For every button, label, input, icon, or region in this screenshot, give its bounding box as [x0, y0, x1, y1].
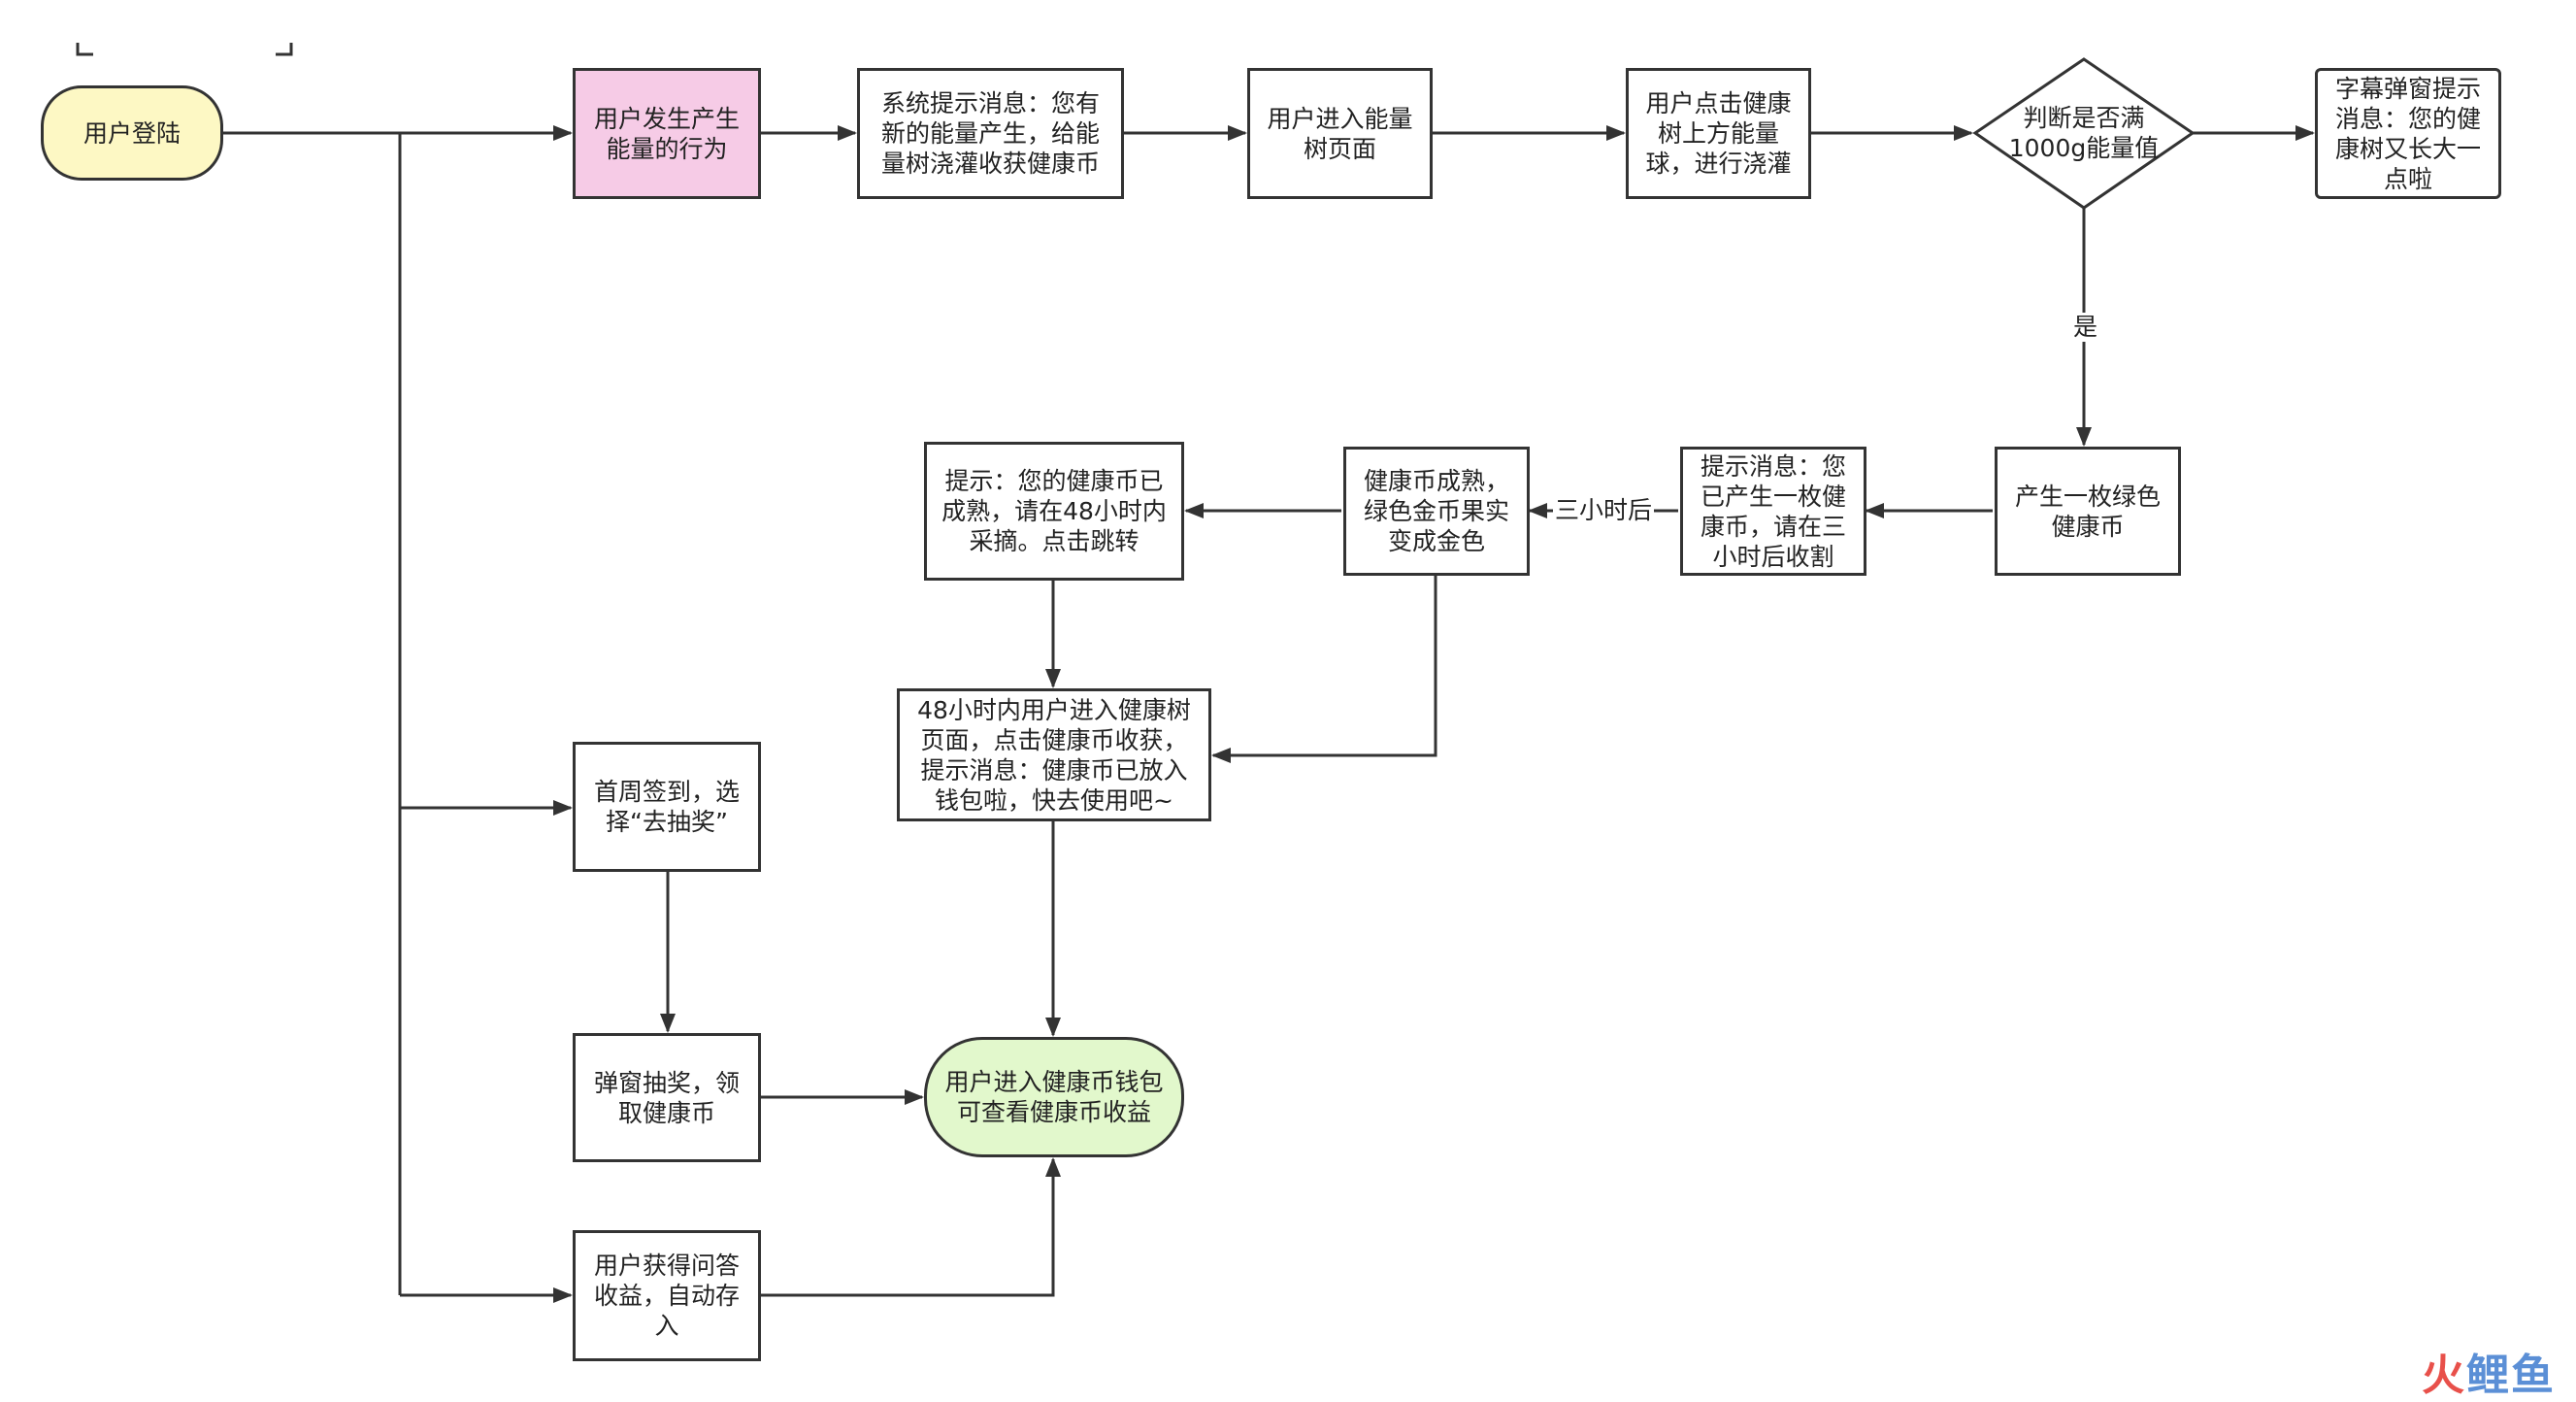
caption-popup-label: 字幕弹窗提示消息：您的健康树又长大一点啦 [2334, 74, 2481, 193]
first-week-label: 首周签到，选择“去抽奖” [593, 778, 740, 836]
system-msg-label: 系统提示消息：您有新的能量产生，给能量树浇灌收获健康币 [880, 89, 1100, 178]
qa-income-label: 用户获得问答收益，自动存入 [593, 1252, 740, 1340]
wallet-label: 用户进入健康币钱包可查看健康币收益 [944, 1068, 1164, 1126]
watermark-logo: 火鲤鱼 [2422, 1340, 2556, 1402]
bracket-fragment [76, 43, 293, 56]
first-week-node: 首周签到，选择“去抽奖” [573, 742, 761, 872]
decision-diamond [1972, 57, 2196, 210]
watermark-right: 鲤鱼 [2466, 1351, 2556, 1400]
yes-label: 是 [2071, 313, 2100, 342]
system-msg-node: 系统提示消息：您有新的能量产生，给能量树浇灌收获健康币 [857, 68, 1124, 199]
msg-harvest-3h-node: 提示消息：您已产生一枚健康币，请在三小时后收割 [1680, 447, 1866, 576]
edge-qa-to-wallet [761, 1157, 1061, 1297]
enter-tree-label: 用户进入能量树页面 [1267, 104, 1413, 163]
tip-48h-label: 提示：您的健康币已成熟，请在48小时内采摘。点击跳转 [941, 467, 1167, 555]
check-1000g-label: 判断是否满1000g能量值 [2008, 104, 2160, 162]
watermark-left: 火 [2422, 1351, 2466, 1400]
green-coin-label: 产生一枚绿色健康币 [2014, 482, 2161, 541]
lottery-label: 弹窗抽奖，领取健康币 [593, 1068, 740, 1127]
collect-48h-label: 48小时内用户进入健康树页面，点击健康币收获，提示消息：健康币已放入钱包啦，快去… [917, 695, 1191, 815]
click-ball-label: 用户点击健康树上方能量球，进行浇灌 [1645, 89, 1792, 178]
wallet-end-node: 用户进入健康币钱包可查看健康币收益 [924, 1037, 1184, 1157]
decision-label-box: 判断是否满1000g能量值 [2004, 92, 2163, 174]
coin-ripe-node: 健康币成熟，绿色金币果实变成金色 [1343, 447, 1530, 576]
coin-ripe-label: 健康币成熟，绿色金币果实变成金色 [1363, 467, 1509, 555]
login-label: 用户登陆 [83, 118, 181, 148]
qa-income-node: 用户获得问答收益，自动存入 [573, 1230, 761, 1361]
click-ball-node: 用户点击健康树上方能量球，进行浇灌 [1626, 68, 1811, 199]
edge-coin-ripe-to-collect [1211, 576, 1437, 763]
tip-48h-node: 提示：您的健康币已成熟，请在48小时内采摘。点击跳转 [924, 442, 1184, 581]
caption-popup-node: 字幕弹窗提示消息：您的健康树又长大一点啦 [2315, 68, 2501, 199]
lottery-node: 弹窗抽奖，领取健康币 [573, 1033, 761, 1162]
enter-tree-node: 用户进入能量树页面 [1247, 68, 1433, 199]
energy-action-label: 用户发生产生能量的行为 [593, 104, 740, 163]
after-3h-label: 三小时后 [1553, 496, 1655, 525]
energy-action-node: 用户发生产生能量的行为 [573, 68, 761, 199]
collect-48h-node: 48小时内用户进入健康树页面，点击健康币收获，提示消息：健康币已放入钱包啦，快去… [897, 688, 1211, 821]
msg-harvest-3h-label: 提示消息：您已产生一枚健康币，请在三小时后收割 [1700, 451, 1846, 571]
green-coin-node: 产生一枚绿色健康币 [1995, 447, 2181, 576]
start-login-node: 用户登陆 [41, 85, 223, 181]
